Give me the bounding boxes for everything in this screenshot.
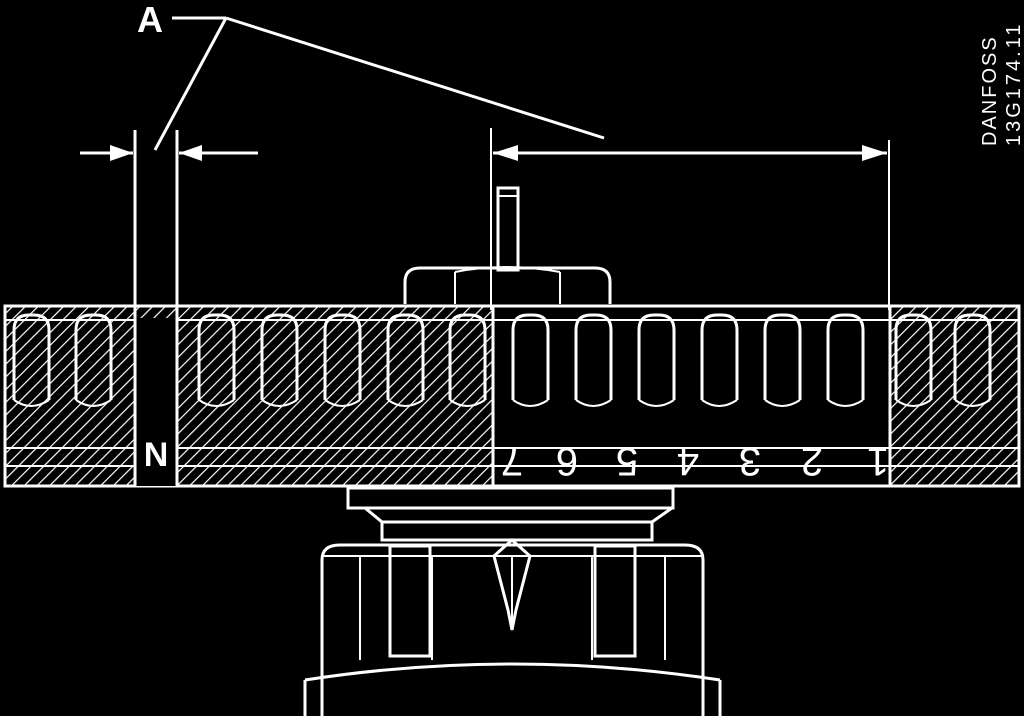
scale-digits: 7 6 5 4 3 2 1 <box>501 439 889 483</box>
scale-digit: 6 <box>556 439 578 483</box>
rib <box>386 313 425 400</box>
spindle-pin <box>496 186 520 272</box>
setting-index-mark <box>492 537 532 631</box>
rib <box>323 313 362 400</box>
rib <box>826 313 865 400</box>
callout-a-label: A <box>137 0 163 40</box>
scale-window <box>491 304 892 488</box>
top-hex-nut <box>403 266 612 304</box>
callout-a: A <box>137 0 605 151</box>
rib <box>197 313 236 400</box>
rib <box>448 313 487 400</box>
rib <box>511 313 550 400</box>
rib <box>74 313 113 400</box>
rib <box>637 313 676 400</box>
valve-body-nut <box>303 537 722 716</box>
rib <box>260 313 299 400</box>
neutral-gap-dimension <box>80 145 258 161</box>
rib <box>953 313 992 400</box>
ring-ribs <box>12 313 992 407</box>
scale-digit: 2 <box>801 439 823 483</box>
hatched-ring-left <box>3 304 495 488</box>
scale-digit: 7 <box>501 439 523 483</box>
rib <box>574 313 613 400</box>
scale-digit: 3 <box>739 439 761 483</box>
scale-digit: 5 <box>616 439 638 483</box>
rib <box>700 313 739 400</box>
scale-width-dimension <box>490 128 890 310</box>
rib <box>12 313 51 400</box>
neutral-slot: N <box>133 130 179 486</box>
manufacturer-label: DANFOSS <box>979 35 1001 146</box>
drawing-reference: DANFOSS 13G174.11 <box>979 22 1024 147</box>
scale-digit: 4 <box>677 439 699 483</box>
rib <box>763 313 802 400</box>
rib <box>894 313 933 400</box>
drawing-number-label: 13G174.11 <box>1003 22 1024 147</box>
neutral-mark-label: N <box>144 436 169 474</box>
valve-neck <box>346 486 675 542</box>
scale-digit: 1 <box>867 439 889 483</box>
